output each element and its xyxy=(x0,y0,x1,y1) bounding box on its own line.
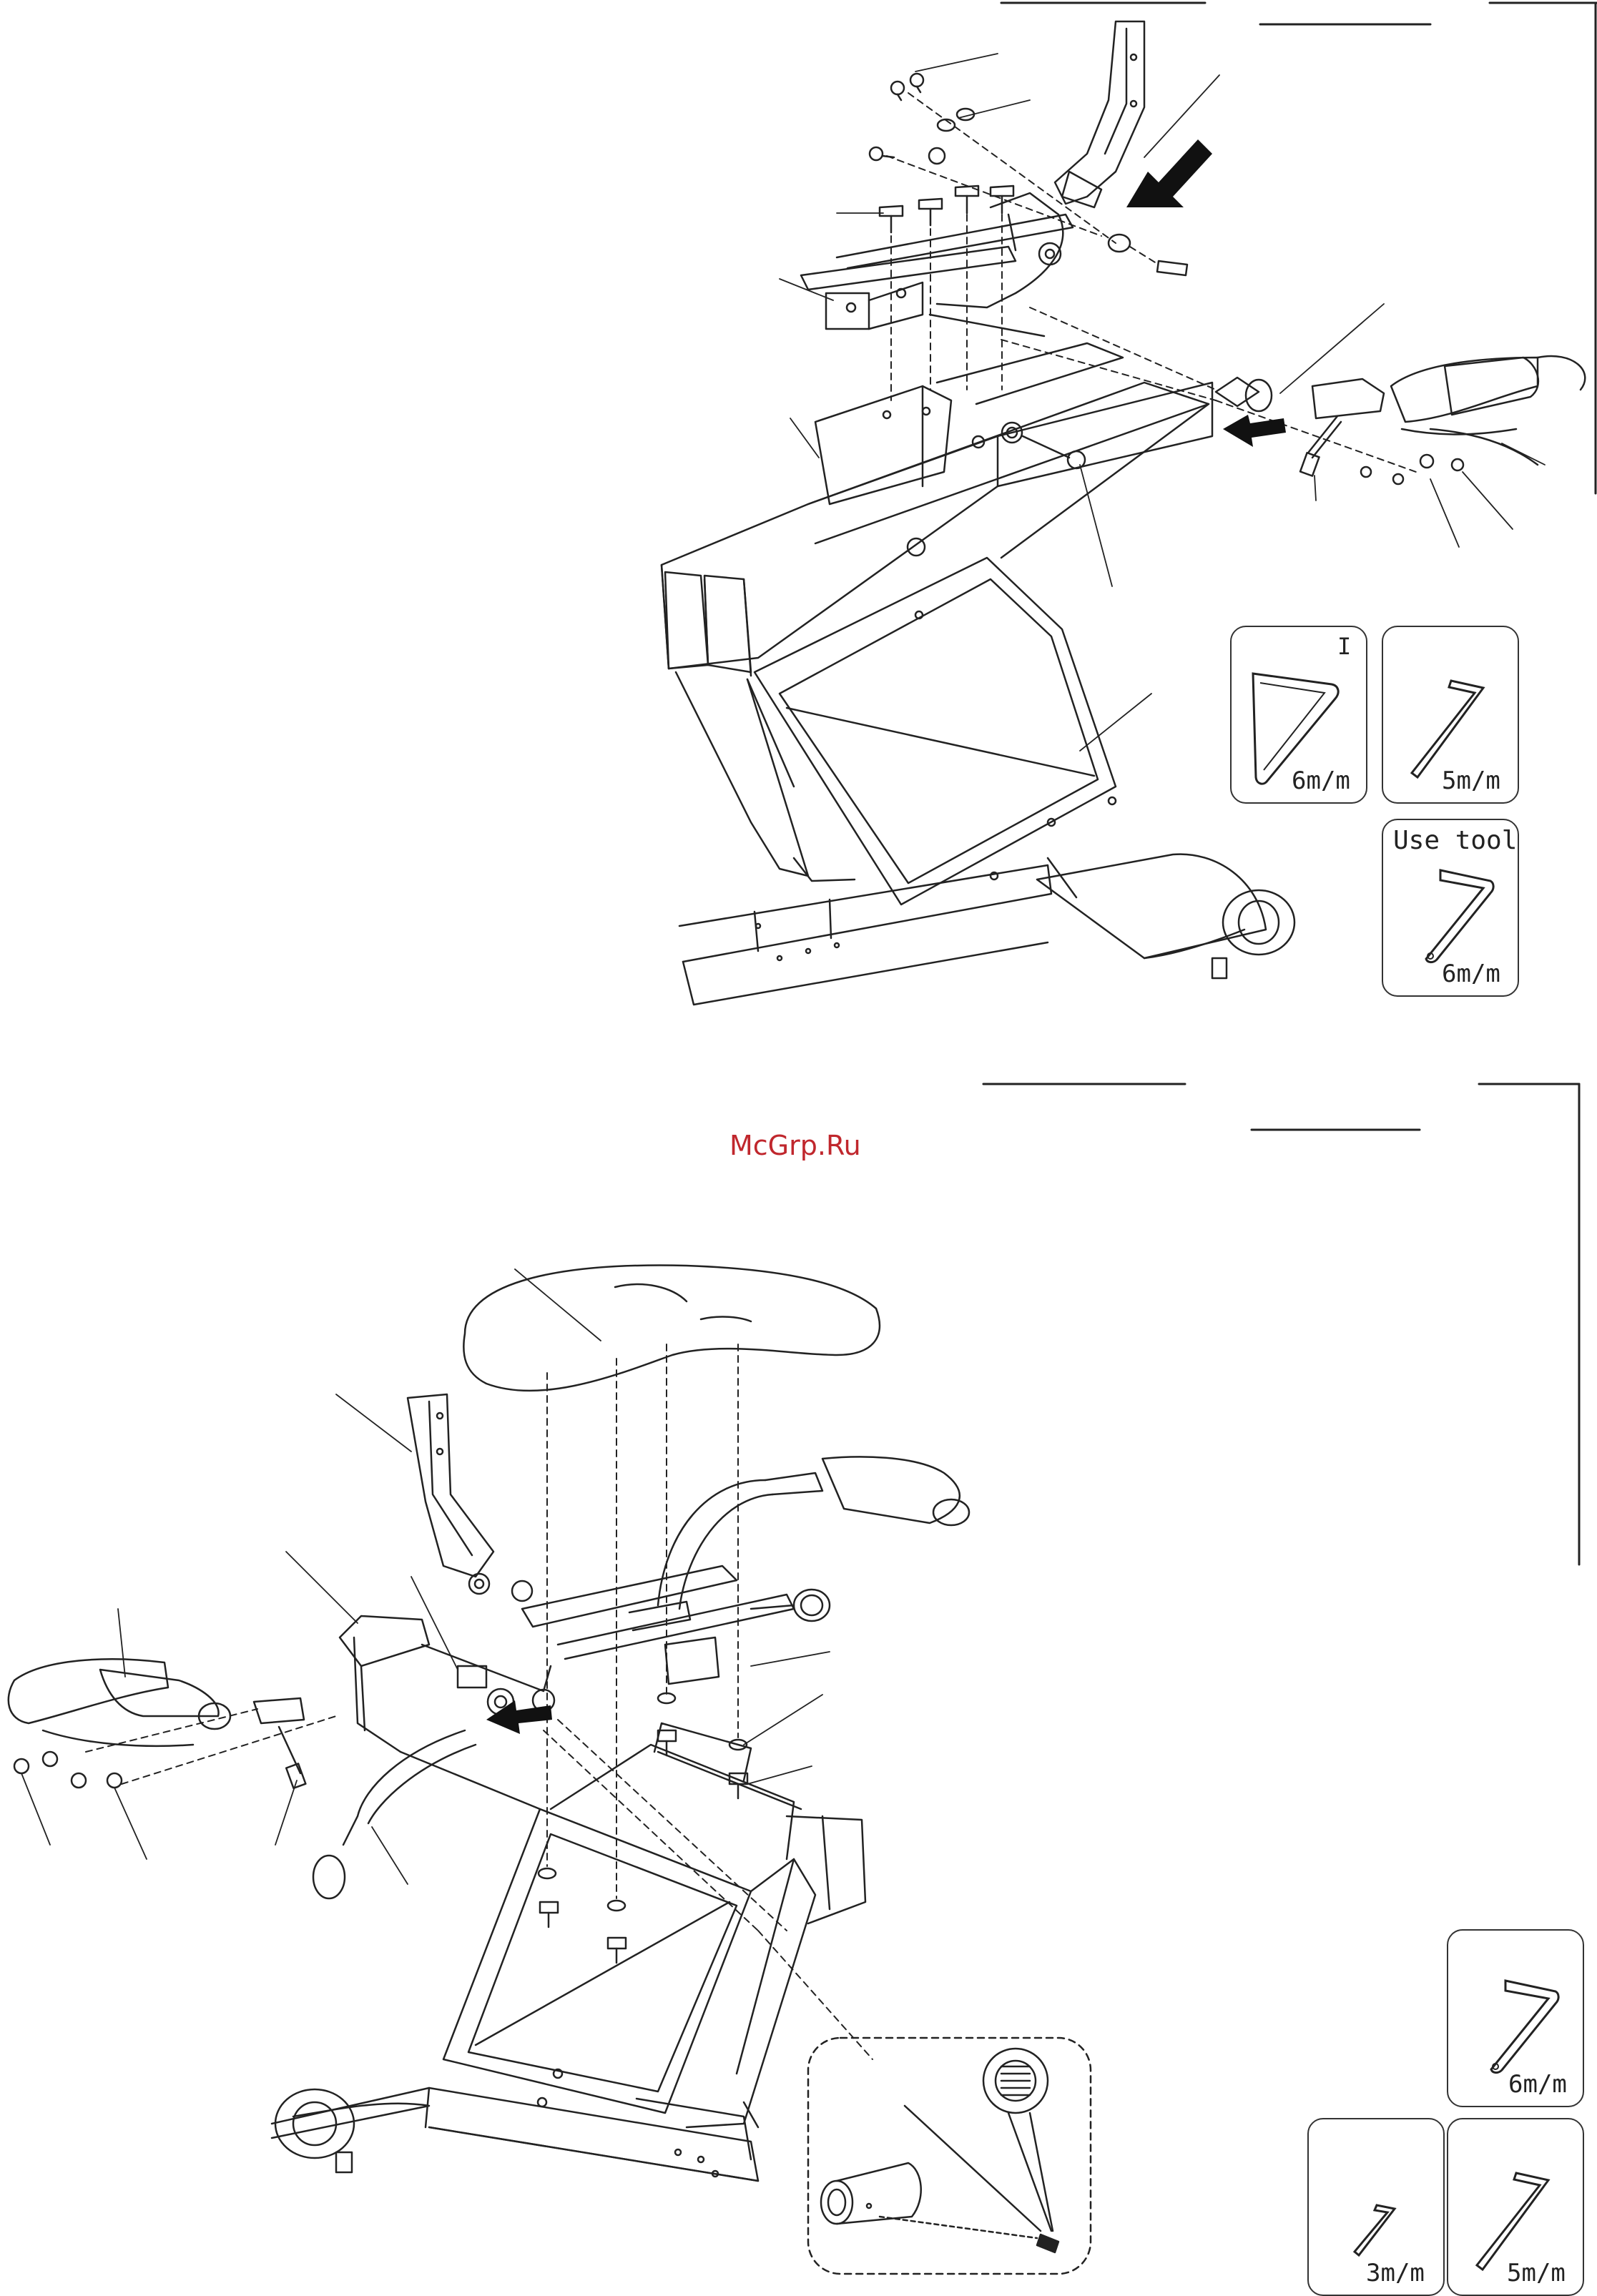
tool-size: 3m/m xyxy=(1366,2259,1425,2287)
header-rules-top xyxy=(1001,3,1597,493)
tool-size: 5m/m xyxy=(1442,767,1500,795)
tool-box-5mm-top: 5m/m xyxy=(1382,626,1519,804)
bottom-detail-callout xyxy=(808,2038,1091,2274)
bottom-seat xyxy=(463,1266,880,1391)
watermark: McGrp.Ru xyxy=(729,1130,861,1161)
bottom-seat-bracket xyxy=(408,1394,969,1684)
bottom-base xyxy=(272,2088,758,2181)
top-arrows xyxy=(1126,139,1286,447)
tool-size: 6m/m xyxy=(1442,960,1500,988)
top-bolts xyxy=(870,74,1187,275)
bottom-leader-lines xyxy=(21,1269,830,1884)
tool-size: 6m/m xyxy=(1292,767,1350,795)
bottom-main-frame xyxy=(340,1616,865,2127)
tool-box-6mm-top: I 6m/m xyxy=(1230,626,1367,804)
bottom-bolts xyxy=(539,1693,747,1963)
top-seat-bracket xyxy=(801,21,1144,336)
bottom-dashed-guides xyxy=(86,1344,873,2059)
tool-size: 5m/m xyxy=(1507,2259,1566,2287)
header-rules-bottom xyxy=(983,1084,1579,1565)
top-main-frame xyxy=(662,343,1212,905)
tool-box-6mm-bottom: 6m/m xyxy=(1447,1929,1584,2107)
tool-box-use-tool: Use tool 6m/m xyxy=(1382,819,1519,997)
tool-box-3mm: 3m/m xyxy=(1307,2118,1445,2296)
top-frame-base xyxy=(676,672,1294,1005)
tool-box-5mm-bottom: 5m/m xyxy=(1447,2118,1584,2296)
bottom-left-handlebar xyxy=(9,1659,476,1898)
tool-size: 6m/m xyxy=(1508,2070,1567,2099)
